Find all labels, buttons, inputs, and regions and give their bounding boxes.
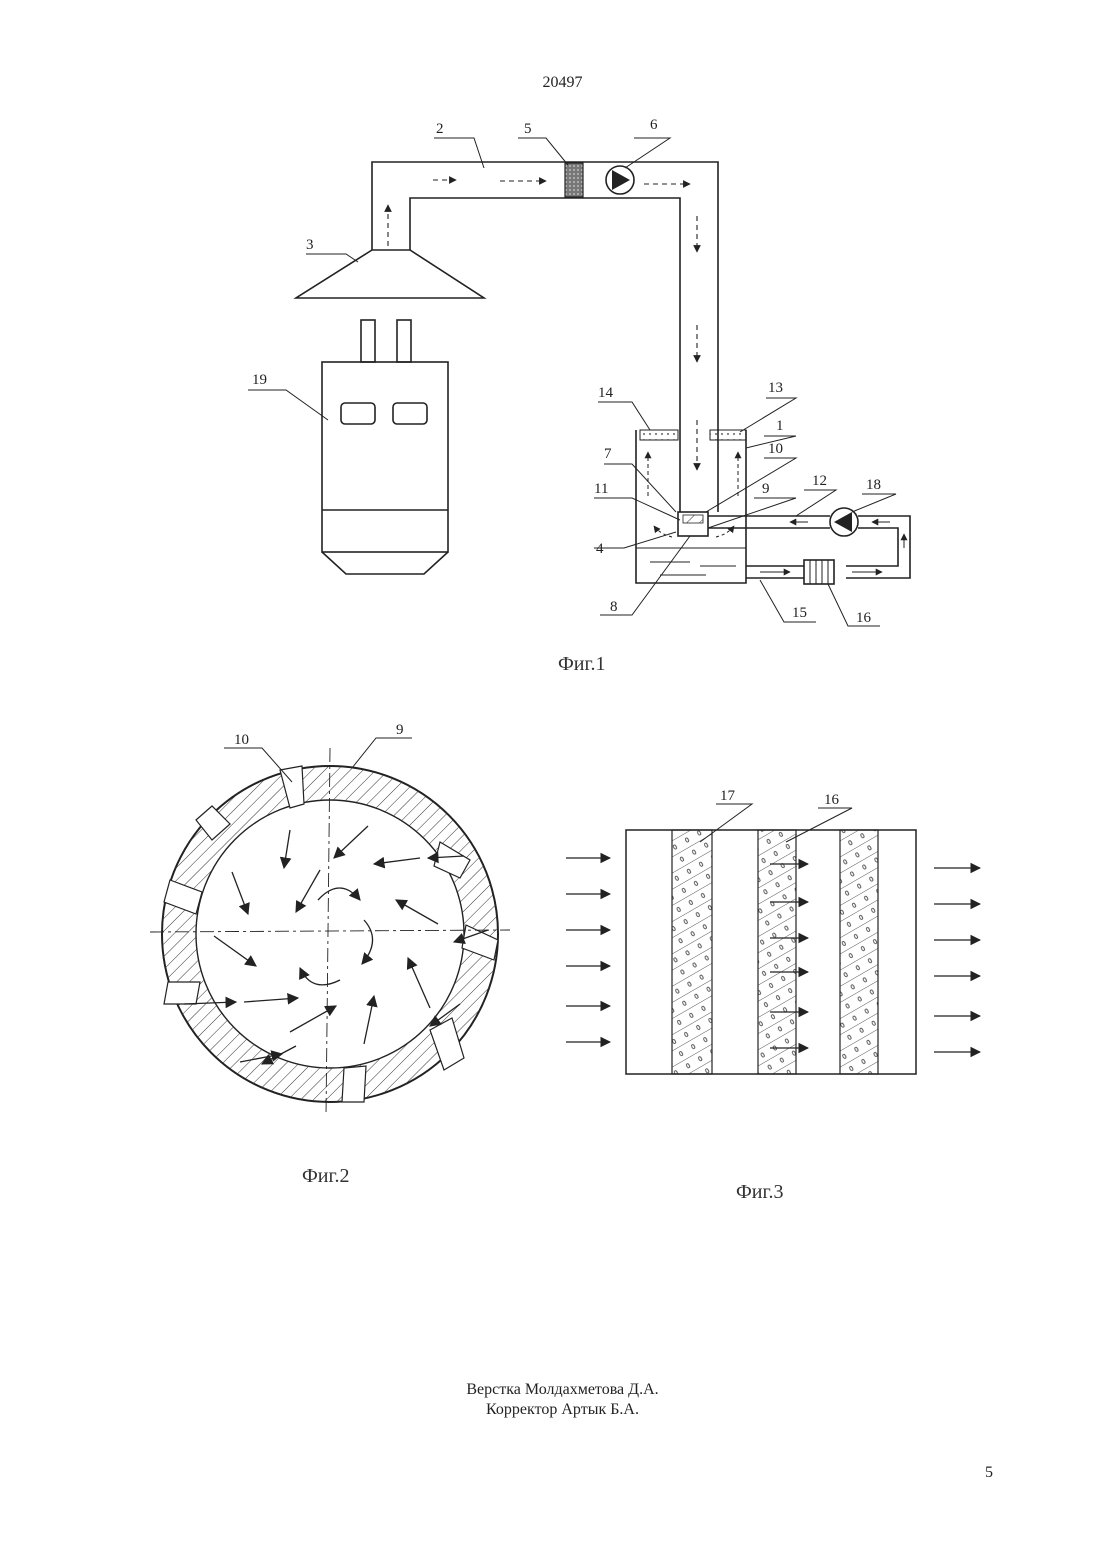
fig1-label-19: 19 [252, 372, 267, 388]
figure-1-system-schematic: 2 5 6 3 19 14 13 1 7 10 11 9 12 18 4 8 1… [248, 117, 910, 675]
fig3-caption: Фиг.3 [736, 1181, 783, 1203]
equipment-19 [322, 320, 448, 574]
fig1-label-1: 1 [776, 418, 784, 434]
proofreader-credit: Корректор Артык Б.А. [0, 1400, 1100, 1420]
page-number: 5 [985, 1464, 993, 1482]
scrubber-vessel-1 [636, 430, 746, 583]
layout-credit: Верстка Молдахметова Д.А. [0, 1380, 1100, 1400]
fig1-label-16: 16 [856, 610, 872, 626]
fig3-label-16: 16 [824, 792, 840, 808]
fig1-label-5: 5 [524, 121, 532, 137]
fig1-label-13: 13 [768, 380, 783, 396]
filter-layers-16-17 [672, 830, 878, 1074]
fig1-label-10: 10 [768, 441, 783, 457]
fig1-label-14: 14 [598, 385, 614, 401]
fig2-caption: Фиг.2 [302, 1165, 349, 1187]
footer-credits: Верстка Молдахметова Д.А. Корректор Арты… [0, 1380, 1100, 1420]
fig1-label-7: 7 [604, 446, 612, 462]
duct-2-inner [410, 198, 680, 470]
filter-16 [804, 560, 834, 584]
exhaust-hood-3 [296, 250, 484, 298]
fig1-label-6: 6 [650, 117, 658, 133]
fig1-label-18: 18 [866, 477, 881, 493]
fig1-label-8: 8 [610, 599, 618, 615]
fig2-label-9: 9 [396, 722, 404, 738]
fig1-caption: Фиг.1 [558, 653, 605, 675]
figure-3-filter-section: 17 16 Фиг.3 [566, 788, 980, 1203]
fig2-label-10: 10 [234, 732, 249, 748]
fig1-label-12: 12 [812, 473, 827, 489]
fig1-label-9: 9 [762, 481, 770, 497]
fig3-label-17: 17 [720, 788, 736, 804]
patent-drawing-sheet: 2 5 6 3 19 14 13 1 7 10 11 9 12 18 4 8 1… [0, 0, 1100, 1250]
fig1-label-4: 4 [596, 541, 604, 557]
figure-2-nozzle-cross-section: 10 9 Фиг.2 [150, 722, 510, 1187]
duct-filter-5 [565, 163, 583, 197]
fig1-label-2: 2 [436, 121, 444, 137]
fig1-label-11: 11 [594, 481, 608, 497]
fig1-label-15: 15 [792, 605, 807, 621]
fig1-label-3: 3 [306, 237, 314, 253]
